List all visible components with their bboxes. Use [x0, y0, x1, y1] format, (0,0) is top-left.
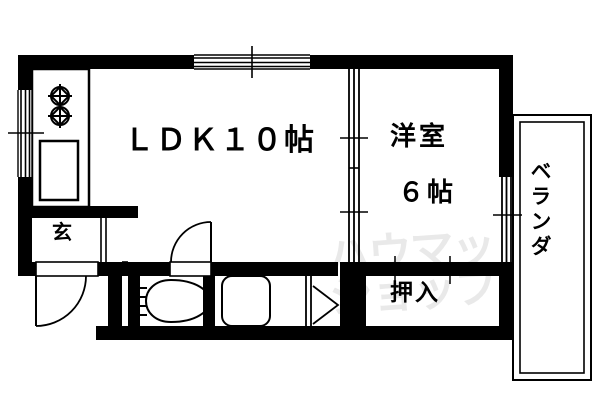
- gas-burner-diamond-2: [49, 105, 71, 127]
- sliding-door-closet: [352, 256, 513, 284]
- room-label-oshiire: 押入: [390, 280, 440, 306]
- wall-left-upper: [18, 55, 32, 90]
- toilet-bowl: [138, 278, 212, 324]
- bathtub: [221, 275, 271, 327]
- wall-oshiire-left: [352, 262, 366, 340]
- veranda-outer: [512, 114, 592, 381]
- sliding-window-veranda: [493, 177, 522, 276]
- stove-burners: [48, 84, 72, 128]
- toilet-tank-bracket: [138, 287, 147, 316]
- entrance-door-swing: [35, 275, 87, 327]
- room-label-yoshitsu-size: ６帖: [398, 178, 457, 208]
- wall-oshiire-bottom: [352, 326, 513, 340]
- wall-stub-entrance: [18, 240, 32, 264]
- wall-bath-right: [340, 262, 352, 340]
- room-label-yoshitsu: 洋室: [390, 122, 449, 152]
- veranda-outline: [512, 114, 592, 381]
- veranda-inner: [519, 121, 585, 374]
- kitchen-sink: [38, 139, 80, 202]
- sliding-door-center: [340, 69, 368, 268]
- sliding-window-top: [194, 46, 310, 78]
- wall-bath-top: [108, 262, 338, 276]
- hinged-door-entrance: [35, 261, 99, 327]
- wall-genkan-right: [108, 262, 122, 328]
- wall-bath-bottom: [96, 326, 352, 340]
- bath-door-swing: [170, 221, 212, 263]
- wall-oshiire-right: [499, 262, 513, 340]
- room-label-veranda: ベランダ: [528, 160, 552, 260]
- hinged-door-bath: [169, 221, 212, 277]
- wall-top-right: [310, 55, 513, 69]
- toilet-bowl-oval: [144, 278, 212, 324]
- washbasin-arrow: [305, 276, 340, 326]
- genkan-partition: [100, 212, 107, 262]
- room-label-genkan: 玄: [52, 220, 72, 244]
- wall-top-left: [18, 55, 194, 69]
- wall-toilet-divider: [128, 262, 140, 340]
- room-label-ldk: ＬＤＫ１０帖: [124, 123, 316, 158]
- wall-right-bedroom: [499, 55, 513, 177]
- sliding-window-left: [8, 90, 44, 177]
- wall-genkan-top: [18, 206, 138, 218]
